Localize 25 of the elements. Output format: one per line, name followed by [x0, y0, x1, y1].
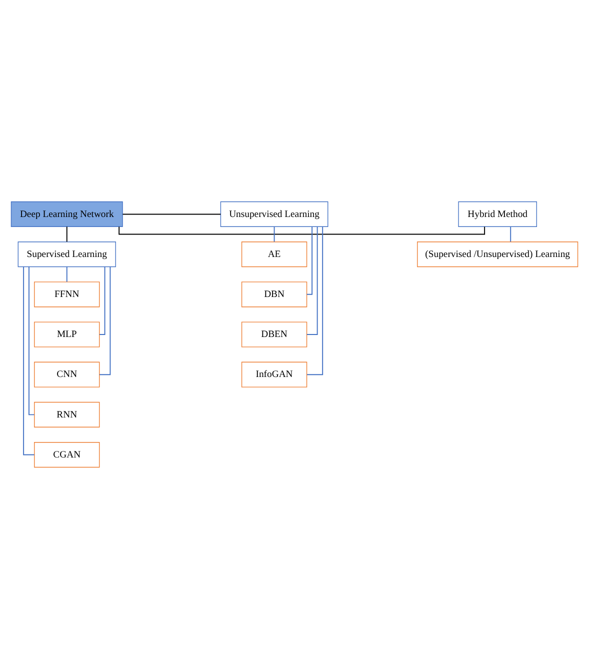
node-box: Unsupervised Learning — [220, 201, 328, 227]
node-box: DBEN — [241, 322, 308, 348]
node-box: MLP — [34, 322, 100, 348]
node-box: InfoGAN — [241, 362, 308, 388]
node-box: FFNN — [34, 282, 100, 308]
node-box: (Supervised /Unsupervised) Learning — [417, 242, 578, 268]
connector — [28, 266, 35, 416]
connector — [66, 226, 68, 242]
node-box: Deep Learning Network — [10, 201, 123, 227]
connector — [99, 266, 106, 335]
node-box: CGAN — [34, 442, 100, 468]
connector — [274, 226, 275, 242]
connector — [122, 214, 222, 215]
connector — [306, 226, 318, 335]
connector — [118, 226, 486, 235]
connector — [510, 226, 512, 242]
connector — [306, 226, 324, 376]
node-box: RNN — [34, 402, 100, 428]
node-box: Hybrid Method — [458, 201, 537, 227]
node-box: CNN — [34, 362, 100, 388]
node-box: DBN — [241, 282, 308, 308]
connector — [66, 266, 68, 282]
node-box: Supervised Learning — [18, 242, 116, 268]
node-box: AE — [241, 242, 308, 268]
connector — [306, 226, 313, 295]
